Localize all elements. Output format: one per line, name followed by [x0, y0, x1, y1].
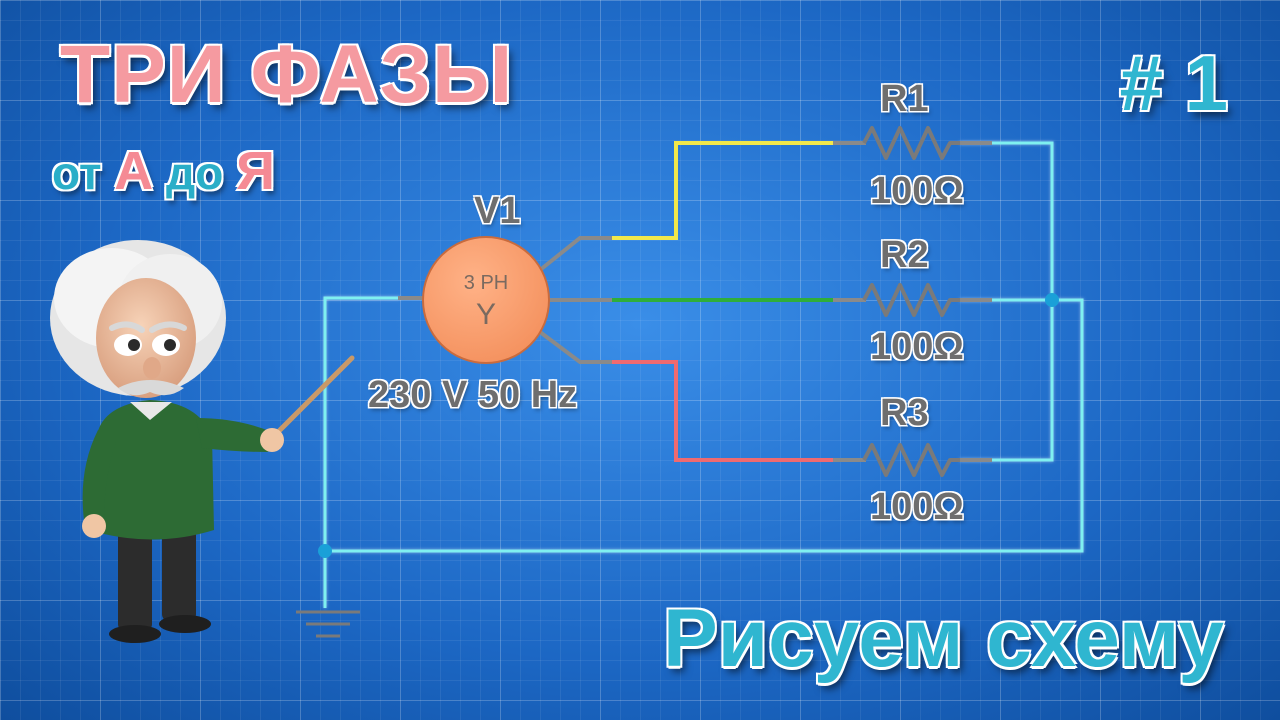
subtitle-from: от [52, 147, 102, 199]
ground-icon [296, 610, 360, 638]
resistor-r1-value: 100Ω [870, 170, 964, 212]
resistor-r1-name: R1 [880, 78, 929, 120]
three-phase-source[interactable] [422, 236, 550, 364]
junction-node-ground [318, 544, 332, 558]
source-type-label: 3 PH [463, 272, 509, 294]
resistor-r3-value: 100Ω [870, 486, 964, 528]
source-name-label: V1 [474, 190, 521, 232]
phase-wire-r1 [610, 141, 835, 240]
professor-illustration [50, 240, 355, 643]
wye-connection-icon: Y [475, 298, 496, 331]
resistor-r1-symbol [862, 126, 960, 160]
source-rating-label: 230 V 50 Hz [368, 374, 578, 416]
resistor-r2-symbol [862, 283, 960, 317]
subtitle-to: до [166, 147, 224, 199]
page-subtitle: от А до Я [52, 140, 275, 202]
resistor-r2-name: R2 [880, 234, 929, 276]
junction-node-neutral [1045, 293, 1059, 307]
footer-title: Рисуем схему [663, 593, 1224, 684]
subtitle-letter-a: А [114, 141, 154, 201]
resistor-r3-name: R3 [880, 392, 929, 434]
resistor-r3-symbol [862, 443, 960, 477]
resistor-r2-value: 100Ω [870, 326, 964, 368]
phase-wire-r3 [610, 360, 835, 462]
page-title: ТРИ ФАЗЫ [60, 29, 514, 120]
subtitle-letter-ya: Я [236, 141, 275, 201]
episode-number: # 1 [1119, 39, 1228, 127]
